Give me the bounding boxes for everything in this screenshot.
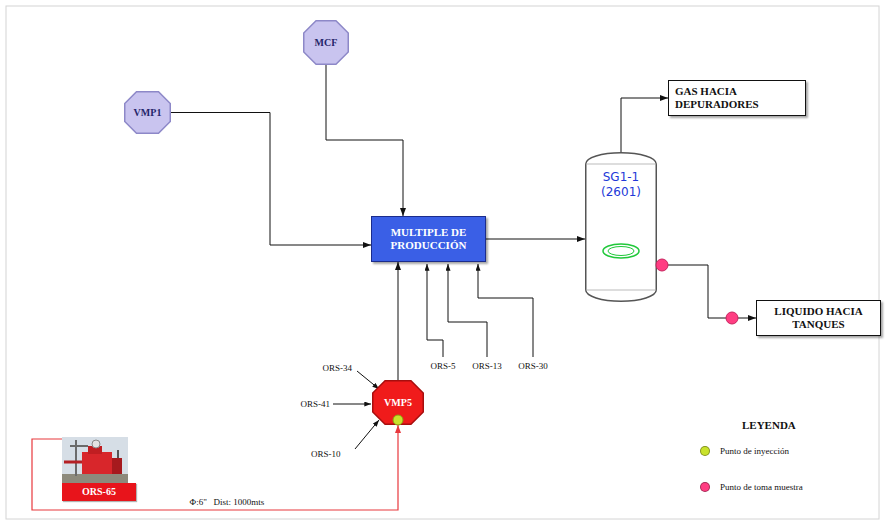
- valve-octagon: MCF: [303, 20, 349, 65]
- flow-connector: [326, 65, 403, 216]
- inflow-line: [427, 264, 443, 357]
- node-label: MCF: [315, 37, 338, 49]
- sample-point: [656, 259, 668, 271]
- node-label: LIQUIDO HACIA TANQUES: [767, 305, 871, 331]
- node-label: VMP1: [134, 107, 162, 119]
- node-label: ORS-65: [62, 483, 136, 501]
- flow-connector: [32, 425, 398, 510]
- inflow-label: ORS-34: [322, 363, 352, 374]
- legend-text: Punto de toma muestra: [720, 482, 803, 492]
- destination-box: GAS HACIA DEPURADORES: [668, 80, 806, 116]
- inflow-label: ORS-41: [300, 399, 330, 410]
- legend-row: Punto de inyección: [700, 446, 789, 456]
- node-label: VMP5: [384, 397, 412, 409]
- node-label: MULTIPLE DE PRODUCCIÓN: [378, 226, 479, 252]
- sample-point: [726, 312, 738, 324]
- valve-octagon: VMP1: [124, 91, 171, 134]
- octagon-outline: [373, 381, 424, 425]
- vessel-seam: [586, 290, 657, 291]
- legend-swatch: [700, 446, 710, 456]
- legend-swatch: [700, 482, 710, 492]
- page-frame: [6, 6, 879, 519]
- inflow-line: [448, 264, 487, 357]
- node-label: SG1-1 (2601): [593, 170, 649, 200]
- inflow-line: [478, 264, 533, 357]
- vessel-seam: [586, 164, 657, 165]
- separator-vessel: SG1-1 (2601): [585, 152, 657, 302]
- vessel-outline: [586, 153, 657, 301]
- legend-row: Punto de toma muestra: [700, 482, 803, 492]
- inflow-line: [355, 420, 379, 449]
- legend-title: LEYENDA: [742, 419, 796, 432]
- well-node: ORS-65: [62, 437, 136, 501]
- flow-connector: [398, 262, 399, 380]
- inflow-label: ORS-30: [518, 361, 548, 372]
- flow-connector: [657, 265, 756, 318]
- inflow-label: ORS-10: [311, 449, 341, 460]
- flow-connector: [486, 239, 585, 240]
- octagon-outline: [125, 92, 171, 134]
- flow-connector: [621, 98, 668, 152]
- valve-octagon: VMP5: [372, 380, 424, 425]
- flow-connector: [171, 113, 371, 246]
- inflow-line: [333, 404, 371, 405]
- inflow-line: [357, 371, 379, 389]
- octagon-outline: [304, 21, 349, 65]
- node-label: GAS HACIA DEPURADORES: [675, 85, 787, 111]
- manifold-box: MULTIPLE DE PRODUCCIÓN: [371, 216, 486, 262]
- destination-box: LIQUIDO HACIA TANQUES: [756, 300, 881, 336]
- inflow-label: ORS-5: [430, 361, 455, 372]
- legend-text: Punto de inyección: [720, 446, 789, 456]
- inflow-label: ORS-13: [472, 361, 502, 372]
- pipe-label: Φ:6" Dist: 1000mts: [188, 497, 267, 508]
- well-photo: [62, 437, 128, 484]
